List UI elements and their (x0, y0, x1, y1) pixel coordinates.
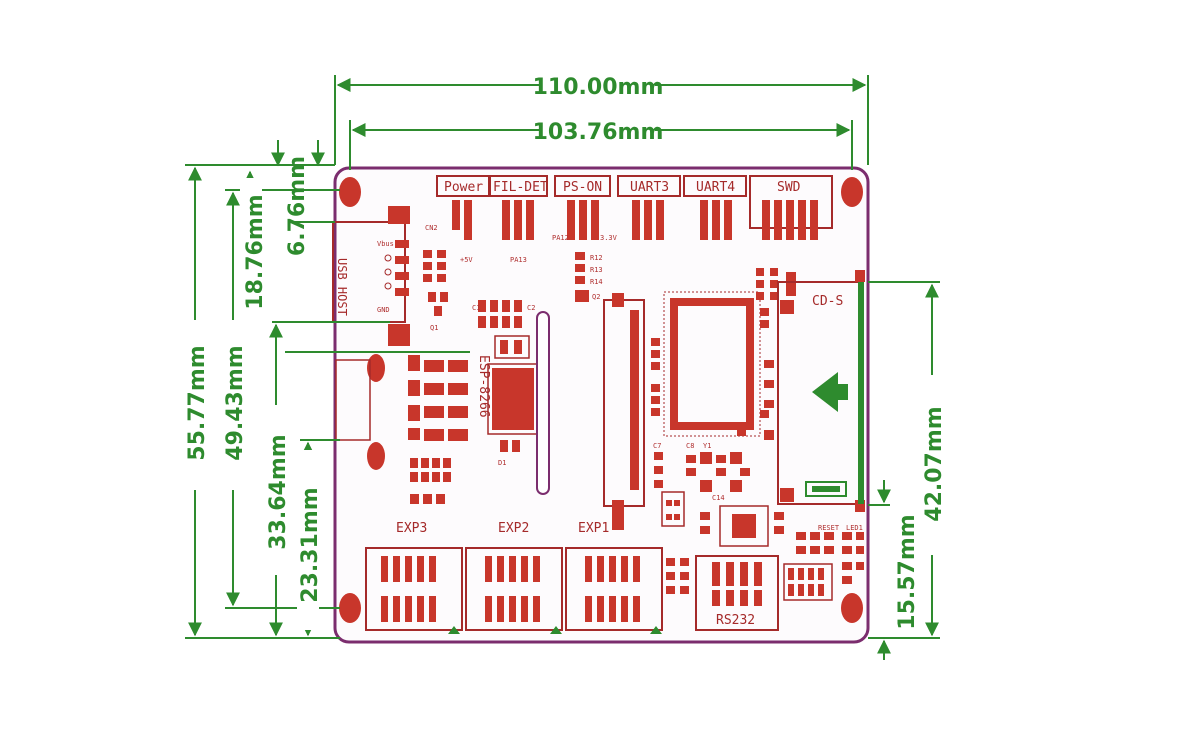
flat-connector: R12 R13 R14 Q2 (575, 252, 645, 530)
board-slot (536, 311, 550, 495)
label-swd: SWD (777, 180, 801, 195)
label-q1: Q1 (430, 324, 438, 332)
label-power: Power (444, 180, 483, 195)
header-exp1: EXP1 (565, 521, 663, 634)
label-cd-s: CD-S (812, 294, 843, 309)
dimension-55: 55.77mm (184, 164, 335, 639)
dimension-33: 33.64mm (265, 321, 390, 639)
label-exp3: EXP3 (396, 521, 427, 536)
label-fil-det: FIL-DET (493, 180, 548, 195)
esp-passives (410, 458, 451, 504)
label-r14: R14 (590, 278, 603, 286)
dim-label-103: 103.76mm (533, 120, 664, 145)
dim-label-33: 33.64mm (266, 434, 291, 549)
dim-label-42: 42.07mm (922, 406, 947, 521)
insert-arrow-icon (812, 372, 848, 412)
dim-label-110: 110.00mm (533, 75, 664, 100)
crystal-area: C8 Y1 C14 C7 (653, 442, 750, 527)
header-power: Power (436, 175, 490, 240)
header-uart4: UART4 (683, 175, 747, 240)
label-q2: Q2 (592, 293, 600, 301)
label-c8: C8 (686, 442, 694, 450)
sd-card-slot: CD-S (764, 270, 865, 512)
label-exp2: EXP2 (498, 521, 529, 536)
label-r12: R12 (590, 254, 603, 262)
label-rs232: RS232 (716, 613, 755, 628)
label-pa12: PA12 (552, 234, 569, 242)
label-led1: LED1 (846, 524, 863, 532)
header-exp2: EXP2 (465, 521, 563, 634)
dimension-42: 42.07mm (868, 281, 947, 639)
label-ps-on: PS-ON (563, 180, 602, 195)
usb-passives: Q1 (423, 250, 448, 332)
rs232-ic (700, 505, 784, 547)
dim-label-23: 23.31mm (298, 487, 323, 602)
label-uart3: UART3 (630, 180, 669, 195)
label-5v: +5V (460, 256, 473, 264)
label-pa13: PA13 (510, 256, 527, 264)
dimension-103: 103.76mm (349, 120, 853, 170)
mcu-chip (663, 291, 761, 437)
mounting-hole-bottom-right (841, 593, 863, 623)
label-gnd: GND (377, 306, 390, 314)
label-c7: C7 (653, 442, 661, 450)
label-3v3: 3.3V (600, 234, 618, 242)
label-uart4: UART4 (696, 180, 735, 195)
exp-side-passives (666, 558, 689, 594)
header-ps-on: PS-ON (554, 175, 611, 240)
label-d1: D1 (498, 459, 506, 467)
dim-label-15: 15.57mm (895, 514, 920, 629)
label-c2: C2 (527, 304, 535, 312)
header-exp3: EXP3 (365, 521, 463, 634)
label-cn2: CN2 (425, 224, 438, 232)
label-c1: C1 (472, 304, 480, 312)
dim-label-49: 49.43mm (223, 345, 248, 460)
dimension-23: 23.31mm (285, 351, 470, 637)
label-vbus: Vbus (377, 240, 394, 248)
mounting-hole-bottom-left (339, 593, 361, 623)
mcu-passives (651, 268, 796, 436)
label-c14: C14 (712, 494, 725, 502)
header-rs232: RS232 (695, 555, 779, 631)
label-y1: Y1 (703, 442, 711, 450)
usb-host-connector: USB HOST Vbus GND (332, 206, 410, 346)
label-r13: R13 (590, 266, 603, 274)
dimension-110: 110.00mm (334, 75, 869, 165)
dimension-18: 18.76mm (240, 170, 268, 328)
header-uart3: UART3 (617, 175, 681, 240)
esp8266-module: ESP-8266 (335, 354, 491, 470)
label-exp1: EXP1 (578, 521, 609, 536)
dimension-6: 6.76mm (271, 140, 335, 256)
dimension-15: 15.57mm (868, 480, 920, 660)
dim-label-6: 6.76mm (285, 156, 310, 256)
reset-led-area: RESET LED1 (783, 524, 864, 601)
label-reset: RESET (818, 524, 840, 532)
dim-label-18: 18.76mm (243, 194, 268, 309)
header-fil-det: FIL-DET (489, 175, 548, 240)
dim-label-55: 55.77mm (185, 345, 210, 460)
mounting-hole-top-right (841, 177, 863, 207)
header-swd: SWD (749, 175, 833, 240)
regulator-area: C1 C2 D1 (472, 300, 539, 467)
label-usb-host: USB HOST (335, 258, 349, 316)
mounting-hole-top-left (339, 177, 361, 207)
